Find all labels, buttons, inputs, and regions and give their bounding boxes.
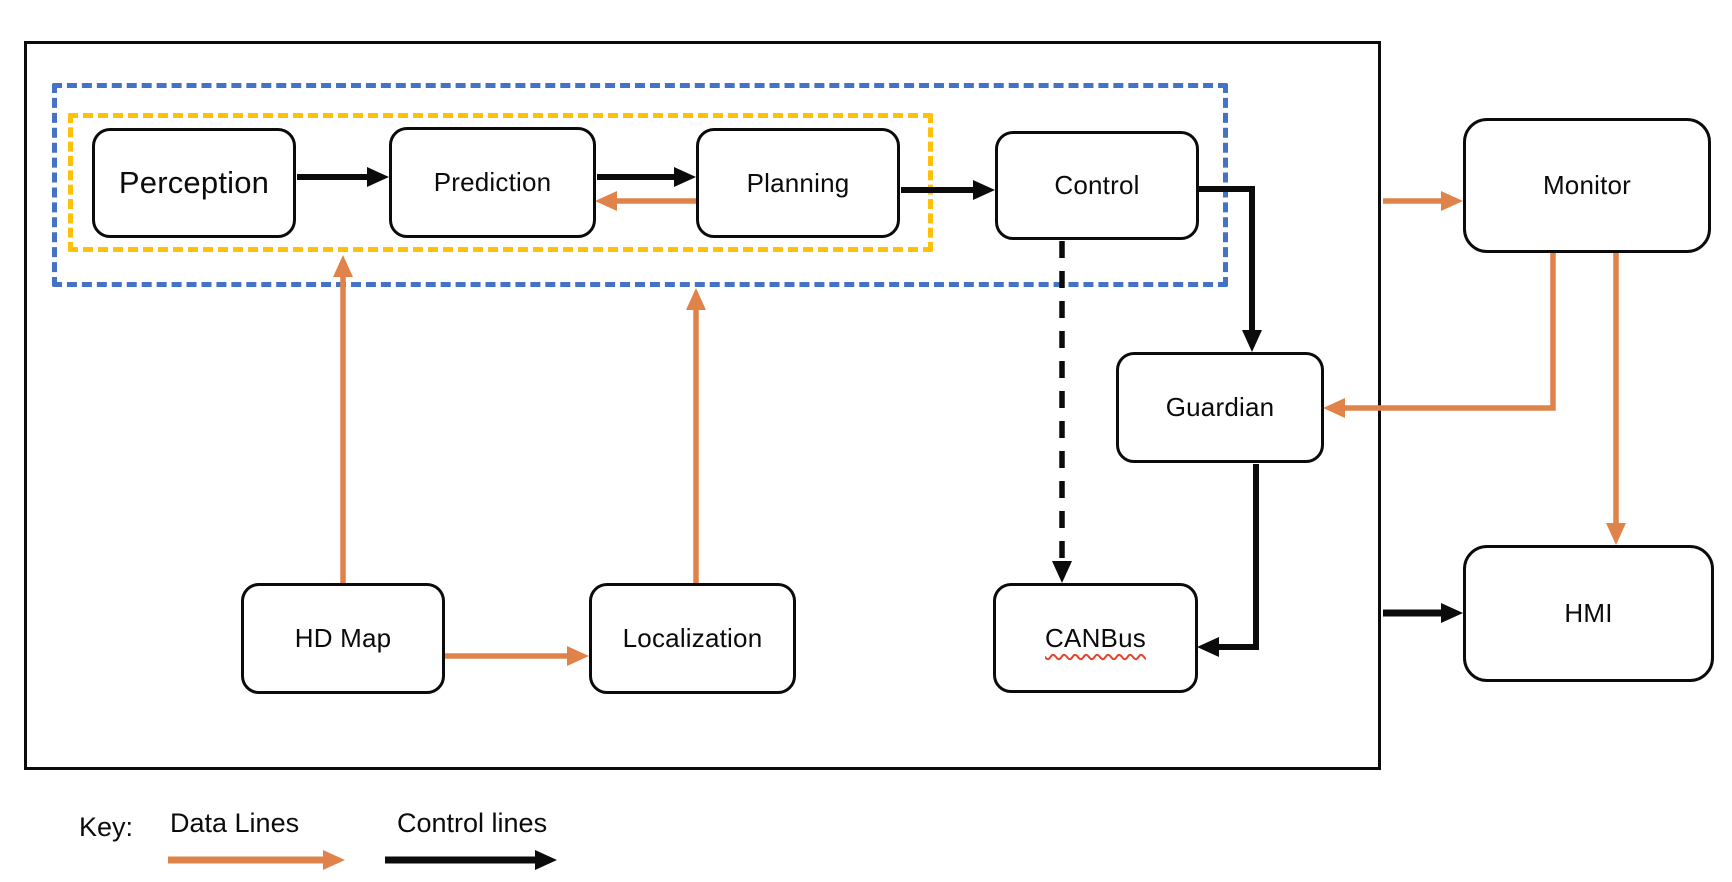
- node-prediction-label: Prediction: [433, 167, 552, 197]
- node-hmi-label: HMI: [1564, 598, 1613, 628]
- node-perception: Perception: [92, 128, 296, 238]
- yellow-dashed-group: [68, 113, 933, 252]
- node-monitor: Monitor: [1463, 118, 1711, 253]
- node-canbus: CANBus: [993, 583, 1198, 693]
- node-perception-label: Perception: [118, 165, 270, 200]
- key-title: Key:: [79, 812, 134, 842]
- node-hmi: HMI: [1463, 545, 1714, 682]
- node-hd-map-label: HD Map: [294, 623, 392, 653]
- node-planning-label: Planning: [746, 167, 850, 198]
- node-localization: Localization: [589, 583, 796, 694]
- node-control: Control: [995, 131, 1199, 240]
- node-control-label: Control: [1054, 170, 1140, 200]
- node-monitor-label: Monitor: [1542, 170, 1632, 200]
- node-prediction: Prediction: [389, 127, 596, 238]
- node-planning: Planning: [696, 128, 900, 238]
- node-guardian: Guardian: [1116, 352, 1324, 463]
- node-hd-map: HD Map: [241, 583, 445, 694]
- node-guardian-label: Guardian: [1165, 392, 1275, 422]
- key-data-lines-label: Data Lines: [170, 808, 300, 838]
- node-canbus-label: CANBus: [1045, 622, 1146, 653]
- node-localization-label: Localization: [622, 623, 763, 653]
- key-control-lines-label: Control lines: [397, 808, 548, 838]
- blue-dashed-group: [52, 83, 1228, 287]
